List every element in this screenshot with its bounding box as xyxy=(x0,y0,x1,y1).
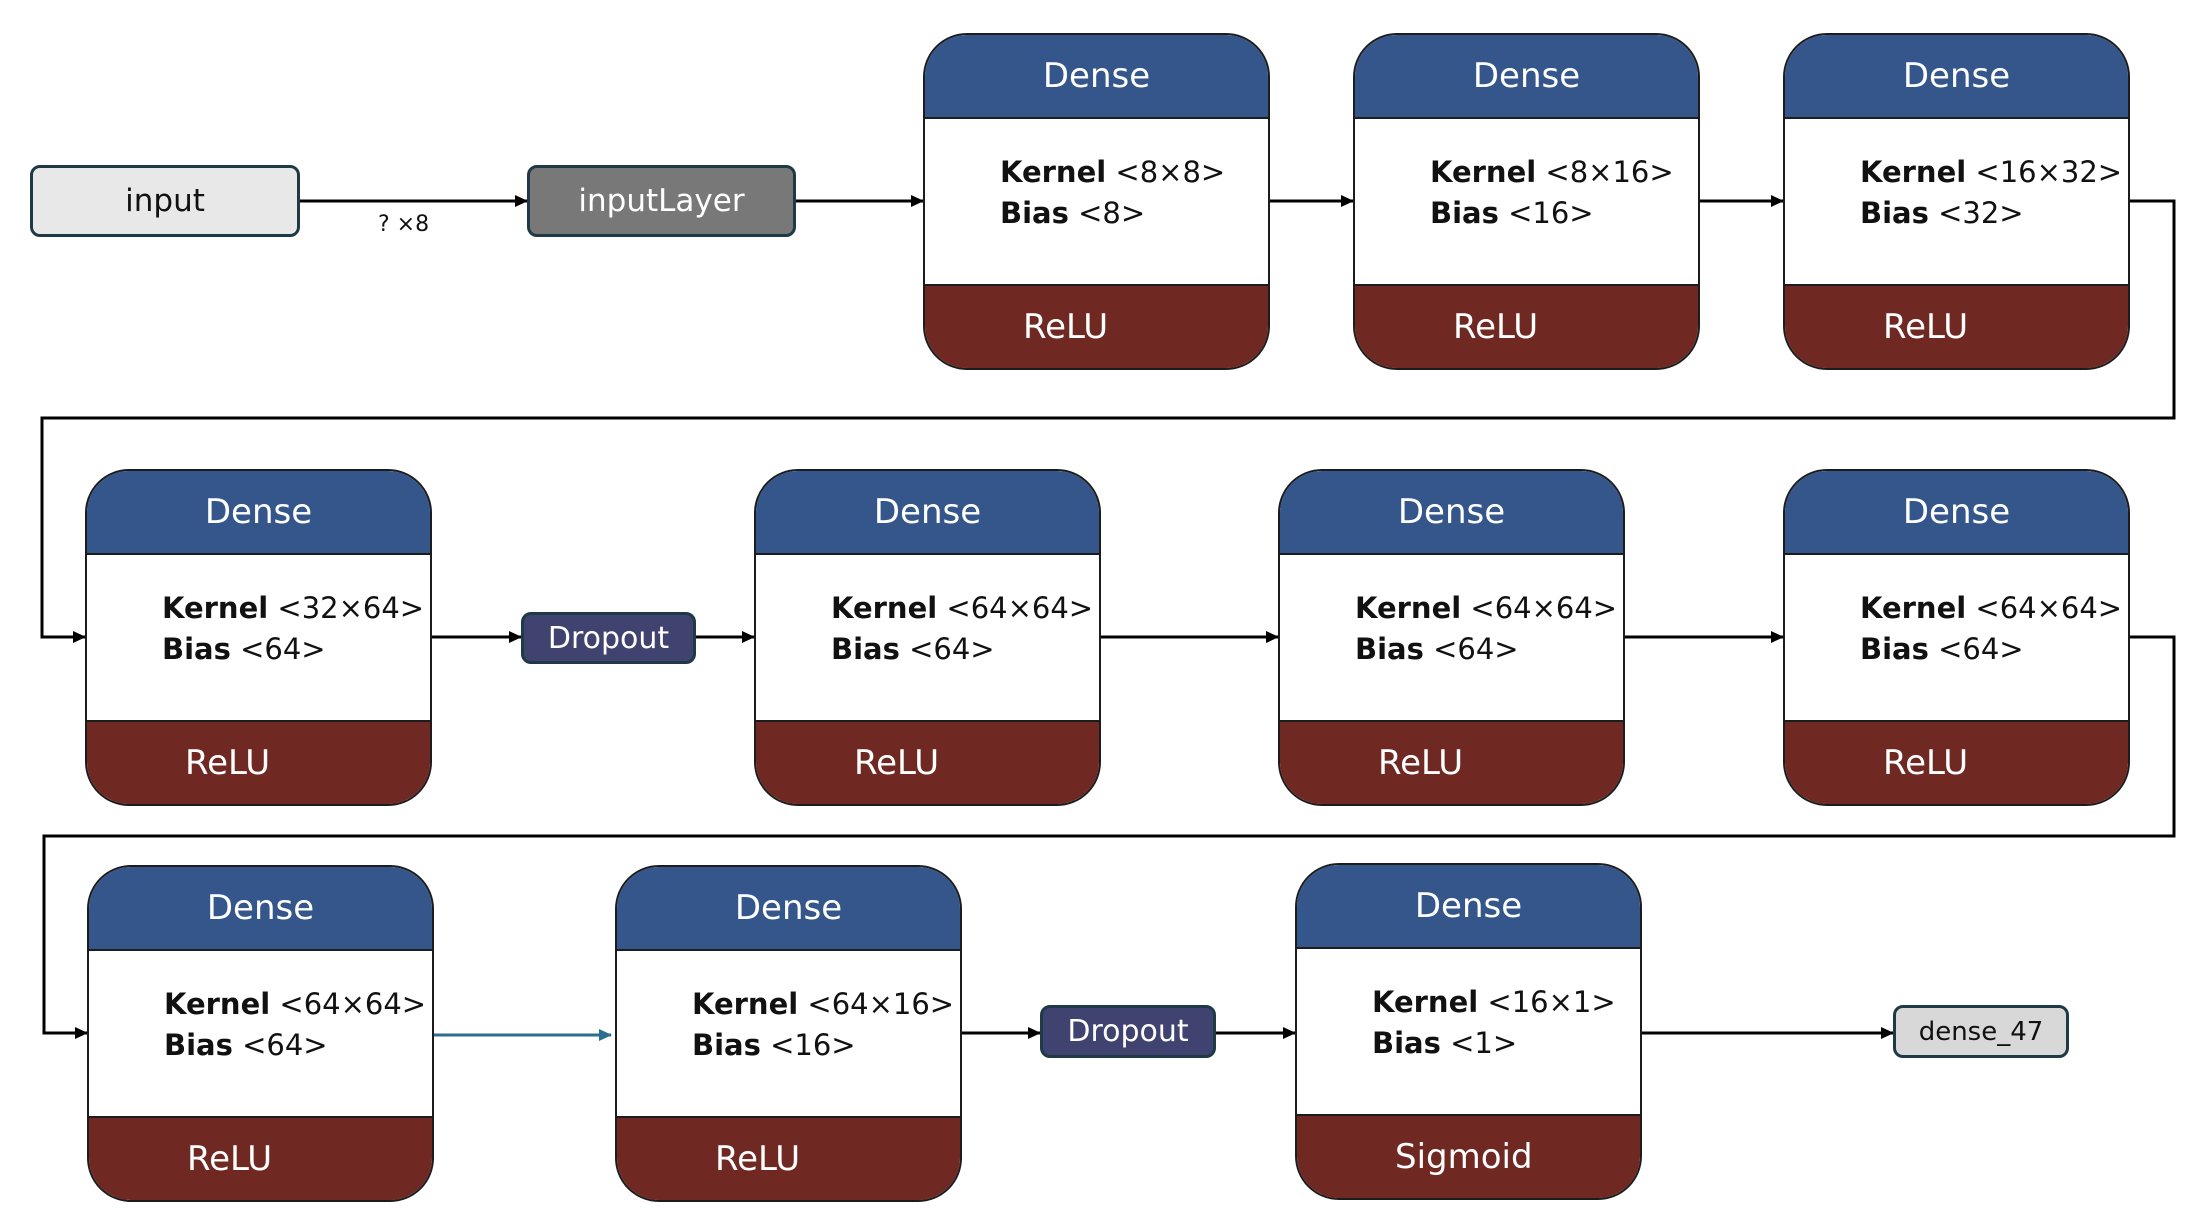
kernel-label: Kernel xyxy=(1000,154,1107,189)
activation-label: ReLU xyxy=(1280,720,1623,804)
kernel-shape: <64×64> xyxy=(1975,590,2123,625)
dense-layer-title: Dense xyxy=(87,471,430,555)
dense-layer-params: Kernel <32×64> Bias <64> xyxy=(87,555,430,720)
activation-label: ReLU xyxy=(89,1116,432,1200)
kernel-label: Kernel xyxy=(1372,984,1479,1019)
input-layer-node[interactable]: inputLayer xyxy=(527,165,796,237)
input-layer-label: inputLayer xyxy=(578,183,745,219)
dense-layer-1[interactable]: Dense Kernel <8×8> Bias <8> ReLU xyxy=(923,33,1270,370)
dense-layer-4[interactable]: Dense Kernel <32×64> Bias <64> ReLU xyxy=(85,469,432,806)
activation-label: ReLU xyxy=(1785,720,2128,804)
dense-layer-params: Kernel <8×8> Bias <8> xyxy=(925,119,1268,284)
activation-label: ReLU xyxy=(1355,284,1698,368)
bias-label: Bias xyxy=(1860,631,1929,666)
bias-label: Bias xyxy=(162,631,231,666)
input-node-label: input xyxy=(125,183,205,219)
bias-label: Bias xyxy=(1372,1025,1441,1060)
output-node-label: dense_47 xyxy=(1918,1016,2044,1047)
input-shape-label: ? ×8 xyxy=(378,212,430,237)
kernel-label: Kernel xyxy=(1860,154,1967,189)
activation-label: ReLU xyxy=(756,720,1099,804)
dropout-label: Dropout xyxy=(1067,1014,1189,1049)
dense-layer-10[interactable]: Dense Kernel <16×1> Bias <1> Sigmoid xyxy=(1295,863,1642,1200)
dense-layer-title: Dense xyxy=(1297,865,1640,949)
dense-layer-title: Dense xyxy=(1785,35,2128,119)
kernel-label: Kernel xyxy=(1430,154,1537,189)
edge-dense-3-to-dense-4 xyxy=(40,199,2176,643)
kernel-label: Kernel xyxy=(162,590,269,625)
dropout-layer-2[interactable]: Dropout xyxy=(1040,1005,1216,1058)
activation-label: ReLU xyxy=(617,1116,960,1200)
kernel-shape: <64×16> xyxy=(807,986,955,1021)
dense-layer-params: Kernel <64×64> Bias <64> xyxy=(756,555,1099,720)
kernel-shape: <64×64> xyxy=(1470,590,1618,625)
bias-shape: <64> xyxy=(1938,631,2024,666)
kernel-label: Kernel xyxy=(1355,590,1462,625)
kernel-shape: <16×1> xyxy=(1487,984,1616,1019)
dense-layer-title: Dense xyxy=(617,867,960,951)
bias-shape: <16> xyxy=(1508,195,1594,230)
kernel-shape: <64×64> xyxy=(946,590,1094,625)
dropout-layer-1[interactable]: Dropout xyxy=(521,612,696,664)
dense-layer-params: Kernel <8×16> Bias <16> xyxy=(1355,119,1698,284)
kernel-label: Kernel xyxy=(1860,590,1967,625)
kernel-shape: <64×64> xyxy=(279,986,427,1021)
dense-layer-title: Dense xyxy=(1785,471,2128,555)
bias-label: Bias xyxy=(164,1027,233,1062)
dense-layer-2[interactable]: Dense Kernel <8×16> Bias <16> ReLU xyxy=(1353,33,1700,370)
bias-label: Bias xyxy=(1860,195,1929,230)
bias-label: Bias xyxy=(1000,195,1069,230)
bias-label: Bias xyxy=(1355,631,1424,666)
activation-label: ReLU xyxy=(925,284,1268,368)
dense-layer-7[interactable]: Dense Kernel <64×64> Bias <64> ReLU xyxy=(1783,469,2130,806)
kernel-shape: <32×64> xyxy=(277,590,425,625)
dropout-label: Dropout xyxy=(547,620,670,656)
dense-layer-params: Kernel <64×64> Bias <64> xyxy=(1785,555,2128,720)
dense-layer-5[interactable]: Dense Kernel <64×64> Bias <64> ReLU xyxy=(754,469,1101,806)
dense-layer-title: Dense xyxy=(1355,35,1698,119)
bias-shape: <8> xyxy=(1078,195,1146,230)
dense-layer-title: Dense xyxy=(756,471,1099,555)
input-node[interactable]: input xyxy=(30,165,300,237)
dense-layer-title: Dense xyxy=(1280,471,1623,555)
bias-shape: <1> xyxy=(1450,1025,1518,1060)
edge-dense-7-to-dense-8 xyxy=(42,635,2176,1039)
bias-shape: <16> xyxy=(770,1027,856,1062)
activation-label: Sigmoid xyxy=(1297,1114,1640,1198)
kernel-label: Kernel xyxy=(164,986,271,1021)
bias-shape: <64> xyxy=(242,1027,328,1062)
output-node[interactable]: dense_47 xyxy=(1893,1005,2069,1058)
dense-layer-params: Kernel <16×1> Bias <1> xyxy=(1297,949,1640,1114)
dense-layer-6[interactable]: Dense Kernel <64×64> Bias <64> ReLU xyxy=(1278,469,1625,806)
dense-layer-params: Kernel <64×16> Bias <16> xyxy=(617,951,960,1116)
kernel-label: Kernel xyxy=(831,590,938,625)
bias-label: Bias xyxy=(692,1027,761,1062)
bias-label: Bias xyxy=(1430,195,1499,230)
kernel-shape: <8×8> xyxy=(1115,154,1226,189)
kernel-shape: <8×16> xyxy=(1545,154,1674,189)
dense-layer-title: Dense xyxy=(925,35,1268,119)
kernel-label: Kernel xyxy=(692,986,799,1021)
dense-layer-title: Dense xyxy=(89,867,432,951)
dense-layer-params: Kernel <16×32> Bias <32> xyxy=(1785,119,2128,284)
activation-label: ReLU xyxy=(1785,284,2128,368)
dense-layer-9[interactable]: Dense Kernel <64×16> Bias <16> ReLU xyxy=(615,865,962,1202)
dense-layer-3[interactable]: Dense Kernel <16×32> Bias <32> ReLU xyxy=(1783,33,2130,370)
kernel-shape: <16×32> xyxy=(1975,154,2123,189)
dense-layer-params: Kernel <64×64> Bias <64> xyxy=(1280,555,1623,720)
bias-label: Bias xyxy=(831,631,900,666)
bias-shape: <64> xyxy=(1433,631,1519,666)
bias-shape: <64> xyxy=(909,631,995,666)
bias-shape: <32> xyxy=(1938,195,2024,230)
activation-label: ReLU xyxy=(87,720,430,804)
bias-shape: <64> xyxy=(240,631,326,666)
dense-layer-params: Kernel <64×64> Bias <64> xyxy=(89,951,432,1116)
dense-layer-8[interactable]: Dense Kernel <64×64> Bias <64> ReLU xyxy=(87,865,434,1202)
